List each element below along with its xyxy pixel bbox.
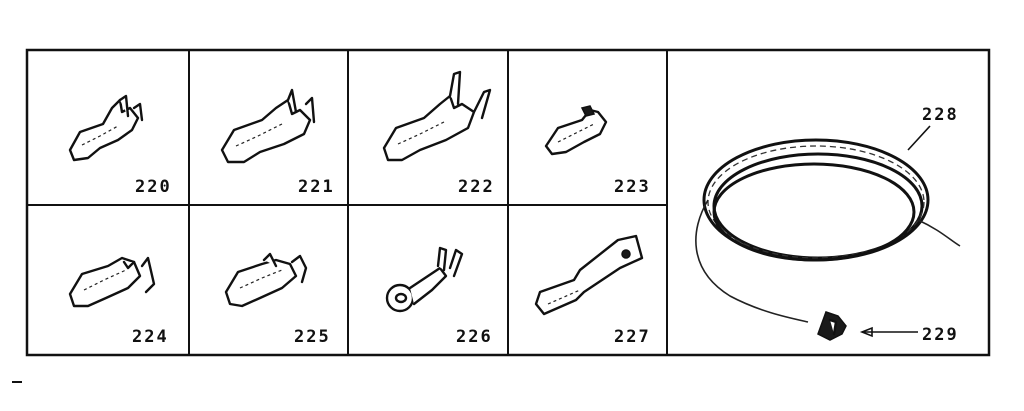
part-number-227: 227 xyxy=(614,327,651,347)
part-number-221: 221 xyxy=(298,177,335,197)
part-227-blade-terminal-icon xyxy=(534,234,644,316)
part-221-terminal-icon xyxy=(220,88,316,164)
part-228-wire-coil-icon xyxy=(695,138,961,323)
part-number-223: 223 xyxy=(614,177,651,197)
part-226-ring-terminal-icon xyxy=(385,246,464,313)
part-224-terminal-icon xyxy=(68,256,156,308)
part-222-terminal-icon xyxy=(382,70,492,162)
part-number-226: 226 xyxy=(456,327,493,347)
part-number-220: 220 xyxy=(135,177,172,197)
part-225-terminal-icon xyxy=(224,252,308,308)
leader-228 xyxy=(907,125,931,151)
part-number-225: 225 xyxy=(294,327,331,347)
part-229-sleeve-icon xyxy=(817,311,847,341)
part-number-224: 224 xyxy=(132,327,169,347)
part-223-terminal-icon xyxy=(544,105,608,156)
part-number-229: 229 xyxy=(922,325,959,345)
part-number-228: 228 xyxy=(922,105,959,125)
part-220-terminal-icon xyxy=(68,94,144,162)
part-number-222: 222 xyxy=(458,177,495,197)
leader-229-arrow xyxy=(859,326,873,338)
